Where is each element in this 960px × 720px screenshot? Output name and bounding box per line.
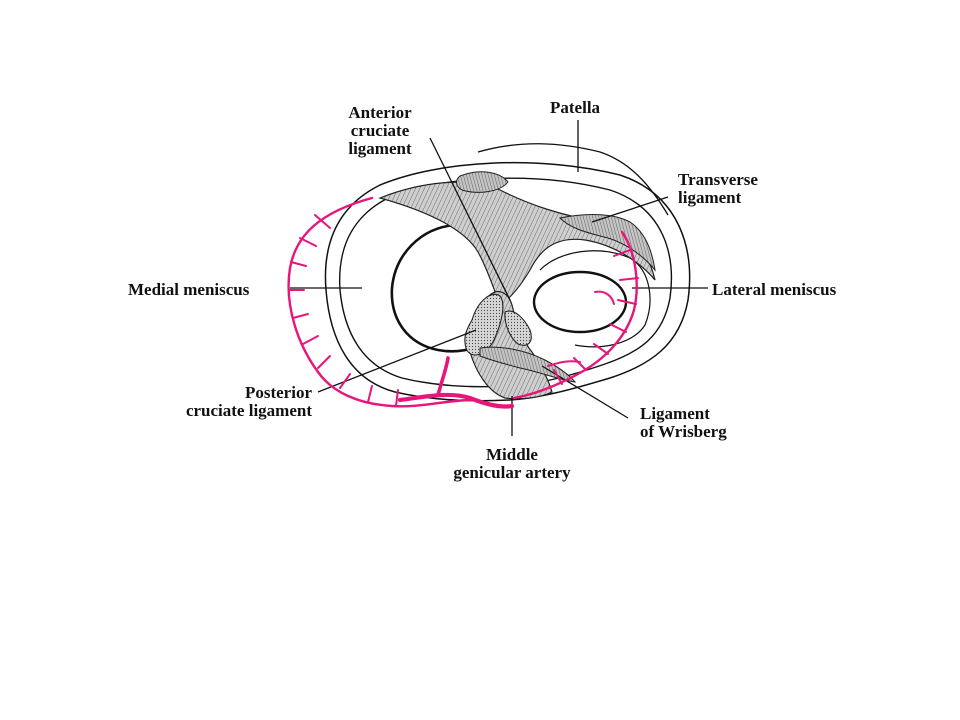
tibial-plateau-inner — [338, 177, 673, 388]
label-ligament-of-wrisberg: Ligament of Wrisberg — [640, 404, 727, 441]
label-transverse-ligament: Transverse ligament — [678, 170, 758, 207]
label-middle-genicular-artery: Middle genicular artery — [453, 445, 571, 482]
ligament-of-wrisberg — [479, 346, 577, 383]
label-anterior-cruciate-ligament: Anterior cruciate ligament — [348, 103, 412, 158]
label-posterior-cruciate-ligament: Posterior cruciate ligament — [185, 383, 312, 420]
lateral-perimeniscal-artery — [512, 230, 638, 400]
label-lateral-meniscus: Lateral meniscus — [712, 280, 837, 299]
pcl-attachment-1 — [464, 293, 504, 356]
pcl-attachment-2 — [504, 310, 532, 346]
middle-genicular-artery — [397, 392, 515, 409]
lateral-meniscus-opening — [532, 270, 628, 334]
lateral-meniscus-rim — [539, 250, 651, 348]
anterior-fat-pad — [456, 171, 509, 193]
blood-vessels — [287, 196, 639, 409]
anterior-cruciate-ligament — [378, 181, 656, 306]
middle-genicular-branch — [436, 356, 450, 397]
patella-outline — [477, 143, 669, 216]
tibial-plateau-outer — [324, 161, 691, 402]
label-patella: Patella — [550, 98, 601, 117]
label-medial-meniscus: Medial meniscus — [128, 280, 250, 299]
